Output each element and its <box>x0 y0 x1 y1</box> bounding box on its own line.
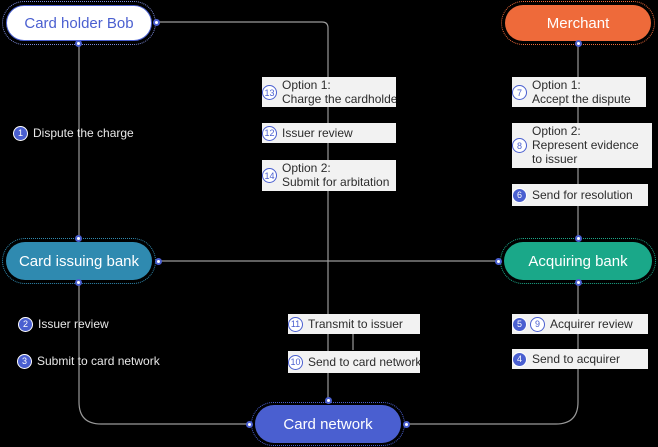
port-dot <box>75 40 82 47</box>
step-1: 1 Dispute the charge <box>13 125 134 141</box>
step-number-badge: 14 <box>262 168 277 183</box>
step-label: Submit to card network <box>37 354 160 368</box>
step-12: 12 Issuer review <box>262 123 396 143</box>
step-number-badge: 9 <box>530 316 545 332</box>
step-label: Issuer review <box>282 126 353 140</box>
step-8: 8 Option 2: Represent evidence to issuer <box>512 123 652 168</box>
port-dot <box>325 397 332 404</box>
step-label: Option 2: Submit for arbitation <box>282 161 390 189</box>
step-label: Send to acquirer <box>532 352 621 366</box>
issuing-bank-node[interactable]: Card issuing bank <box>6 242 152 280</box>
step-13: 13 Option 1: Charge the cardholder <box>262 77 396 107</box>
step-label: Acquirer review <box>550 317 633 331</box>
connector-acquirer-network <box>406 283 579 425</box>
step-number-badge: 7 <box>512 85 527 100</box>
step-2: 2 Issuer review <box>18 316 109 332</box>
port-dot <box>153 19 160 26</box>
step-label: Issuer review <box>38 317 109 331</box>
step-number-badge: 10 <box>288 354 303 370</box>
step-5-9: 5 9 Acquirer review <box>512 314 648 334</box>
port-dot <box>575 235 582 242</box>
merchant-node[interactable]: Merchant <box>505 5 651 41</box>
step-label: Transmit to issuer <box>308 317 403 331</box>
port-dot <box>495 258 502 265</box>
step-number-badge: 13 <box>262 85 277 100</box>
port-dot <box>155 258 162 265</box>
port-dot <box>403 421 410 428</box>
step-6: 6 Send for resolution <box>512 184 648 206</box>
step-10: 10 Send to card network <box>288 351 420 373</box>
cardholder-node[interactable]: Card holder Bob <box>6 5 152 41</box>
step-number-badge: 4 <box>512 351 527 367</box>
step-7: 7 Option 1: Accept the dispute <box>512 77 646 107</box>
step-3: 3 Submit to card network <box>17 353 160 369</box>
step-number-badge: 11 <box>288 316 303 332</box>
step-label: Dispute the charge <box>33 126 134 140</box>
step-number-badge: 5 <box>512 316 527 332</box>
card-network-node[interactable]: Card network <box>255 405 401 443</box>
port-dot <box>575 279 582 286</box>
step-11: 11 Transmit to issuer <box>288 314 420 334</box>
step-number-badge: 2 <box>18 316 33 332</box>
step-14: 14 Option 2: Submit for arbitation <box>262 160 396 191</box>
step-label: Option 2: Represent evidence to issuer <box>532 124 639 166</box>
step-label: Option 1: Accept the dispute <box>532 78 631 106</box>
step-label: Send for resolution <box>532 188 633 202</box>
step-number-badge: 3 <box>17 353 32 369</box>
step-number-badge: 1 <box>13 125 28 141</box>
connector-cardholder-network <box>157 21 329 401</box>
step-number-badge: 6 <box>512 187 527 203</box>
step-4: 4 Send to acquirer <box>512 349 648 369</box>
step-number-badge: 12 <box>262 125 277 141</box>
step-label: Send to card network <box>308 355 420 369</box>
port-dot <box>75 279 82 286</box>
acquiring-bank-node[interactable]: Acquiring bank <box>504 242 652 280</box>
step-label: Option 1: Charge the cardholder <box>282 78 396 106</box>
port-dot <box>246 421 253 428</box>
port-dot <box>75 235 82 242</box>
connector-issuer-network <box>78 283 250 425</box>
port-dot <box>575 40 582 47</box>
step-number-badge: 8 <box>512 138 527 153</box>
